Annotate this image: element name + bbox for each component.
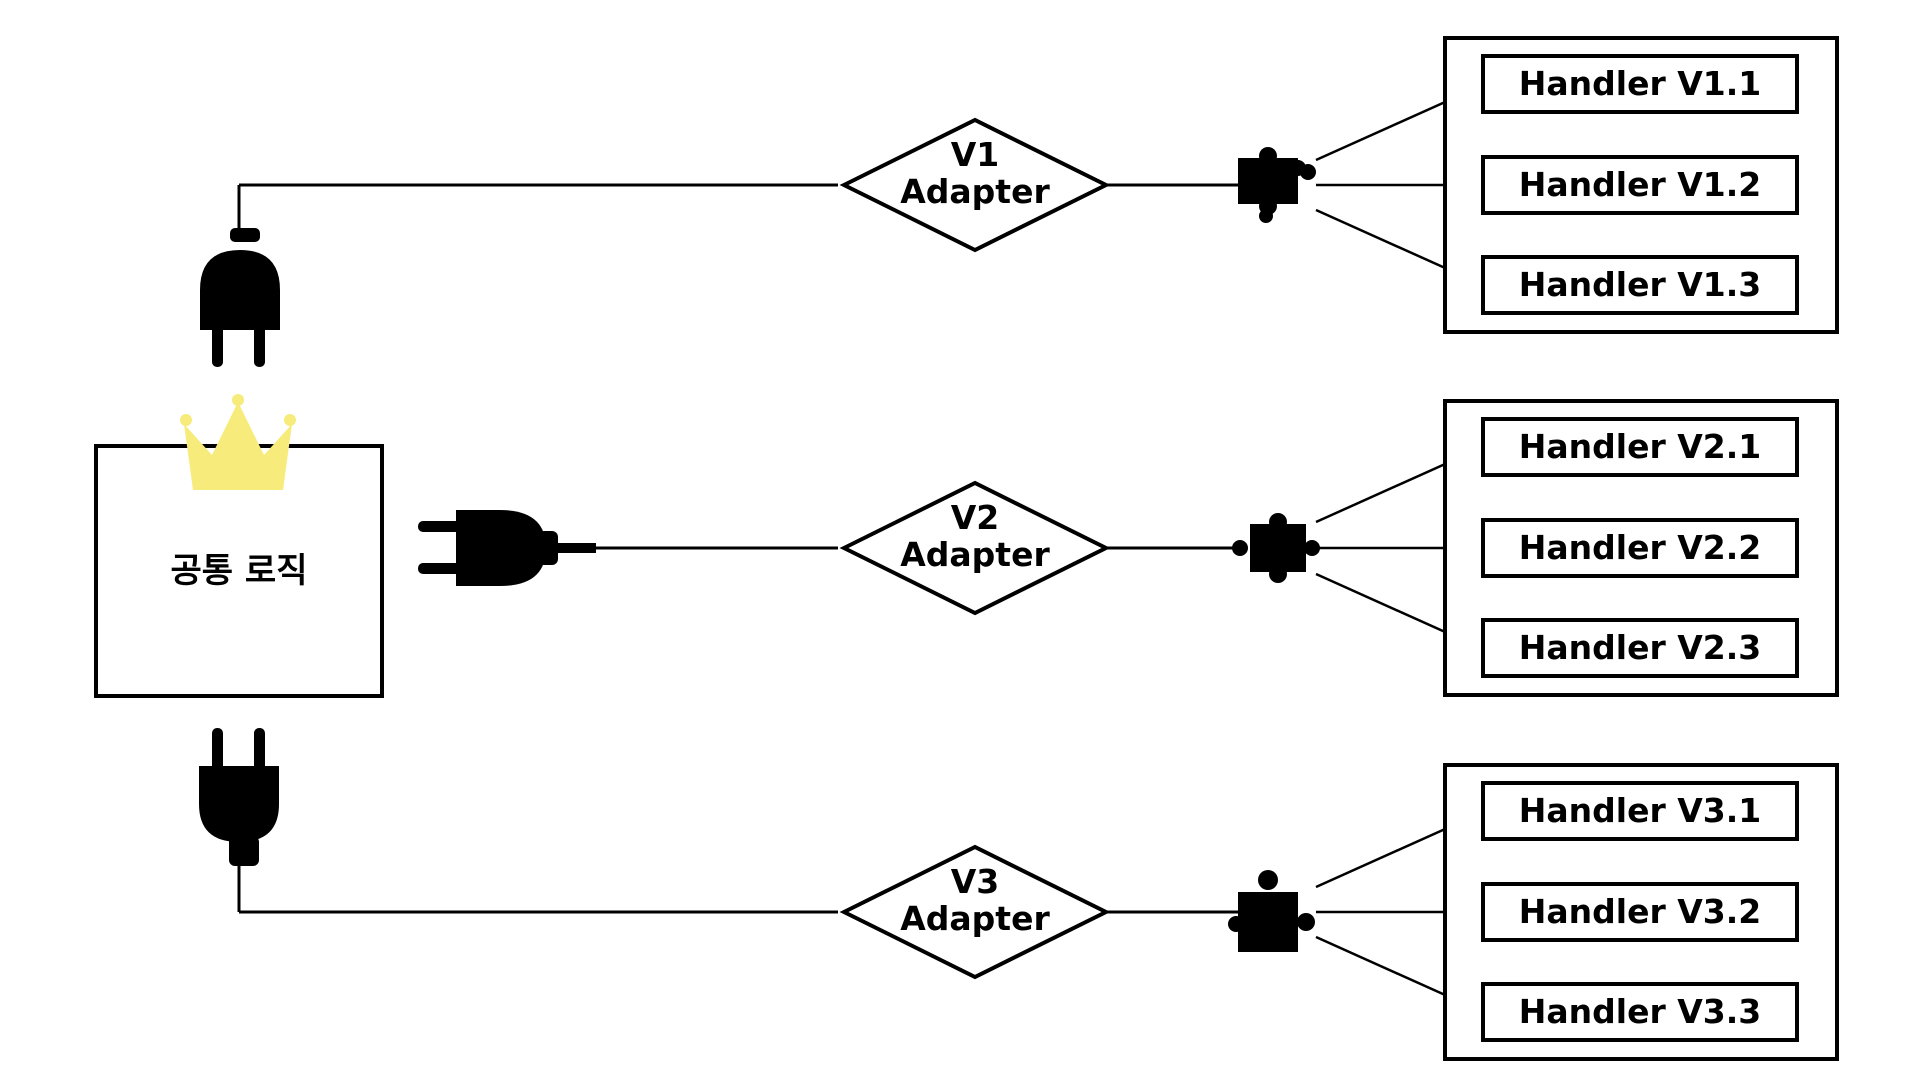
puzzle-piece-icon [1228, 870, 1315, 952]
v2-adapter-line2: Adapter [900, 535, 1050, 574]
handler-label: Handler V1.1 [1519, 64, 1761, 103]
handler-box [1481, 255, 1799, 315]
handler-label: Handler V2.1 [1519, 427, 1761, 466]
handler-box [1481, 54, 1799, 114]
puzzle-piece-icon [1238, 147, 1316, 223]
handler-box [1481, 155, 1799, 215]
handler-label: Handler V1.2 [1519, 165, 1761, 204]
handler-box [1481, 781, 1799, 841]
crown-icon [180, 394, 296, 490]
v3-adapter-line1: V3 [951, 862, 1000, 901]
handler-label: Handler V2.2 [1519, 528, 1761, 567]
plug-icon [199, 728, 279, 912]
handler-label: Handler V3.3 [1519, 992, 1761, 1031]
handler-box [1481, 518, 1799, 578]
adapter-group-v2: V2 Adapter Handler V2.1 Handler V2.2 Han… [839, 399, 1839, 697]
plug-icon [418, 510, 596, 586]
puzzle-piece-icon [1232, 513, 1320, 583]
handler-label: Handler V2.3 [1519, 628, 1761, 667]
handler-label: Handler V3.2 [1519, 892, 1761, 931]
v1-adapter-line1: V1 [951, 135, 1000, 174]
handler-label: Handler V3.1 [1519, 791, 1761, 830]
adapter-group-v1: V1 Adapter Handler V1.1 Handler V1.2 Han… [839, 36, 1839, 334]
handler-label: Handler V1.3 [1519, 265, 1761, 304]
handler-box [1481, 417, 1799, 477]
handler-box [1481, 618, 1799, 678]
v1-adapter-line2: Adapter [900, 172, 1050, 211]
v3-adapter-line2: Adapter [900, 899, 1050, 938]
handler-box [1481, 982, 1799, 1042]
v2-adapter-line1: V2 [951, 498, 1000, 537]
handler-box [1481, 882, 1799, 942]
adapter-group-v3: V3 Adapter Handler V3.1 Handler V3.2 Han… [839, 763, 1839, 1061]
core-logic-label: 공통 로직 [171, 551, 308, 591]
plug-icon [200, 185, 280, 367]
